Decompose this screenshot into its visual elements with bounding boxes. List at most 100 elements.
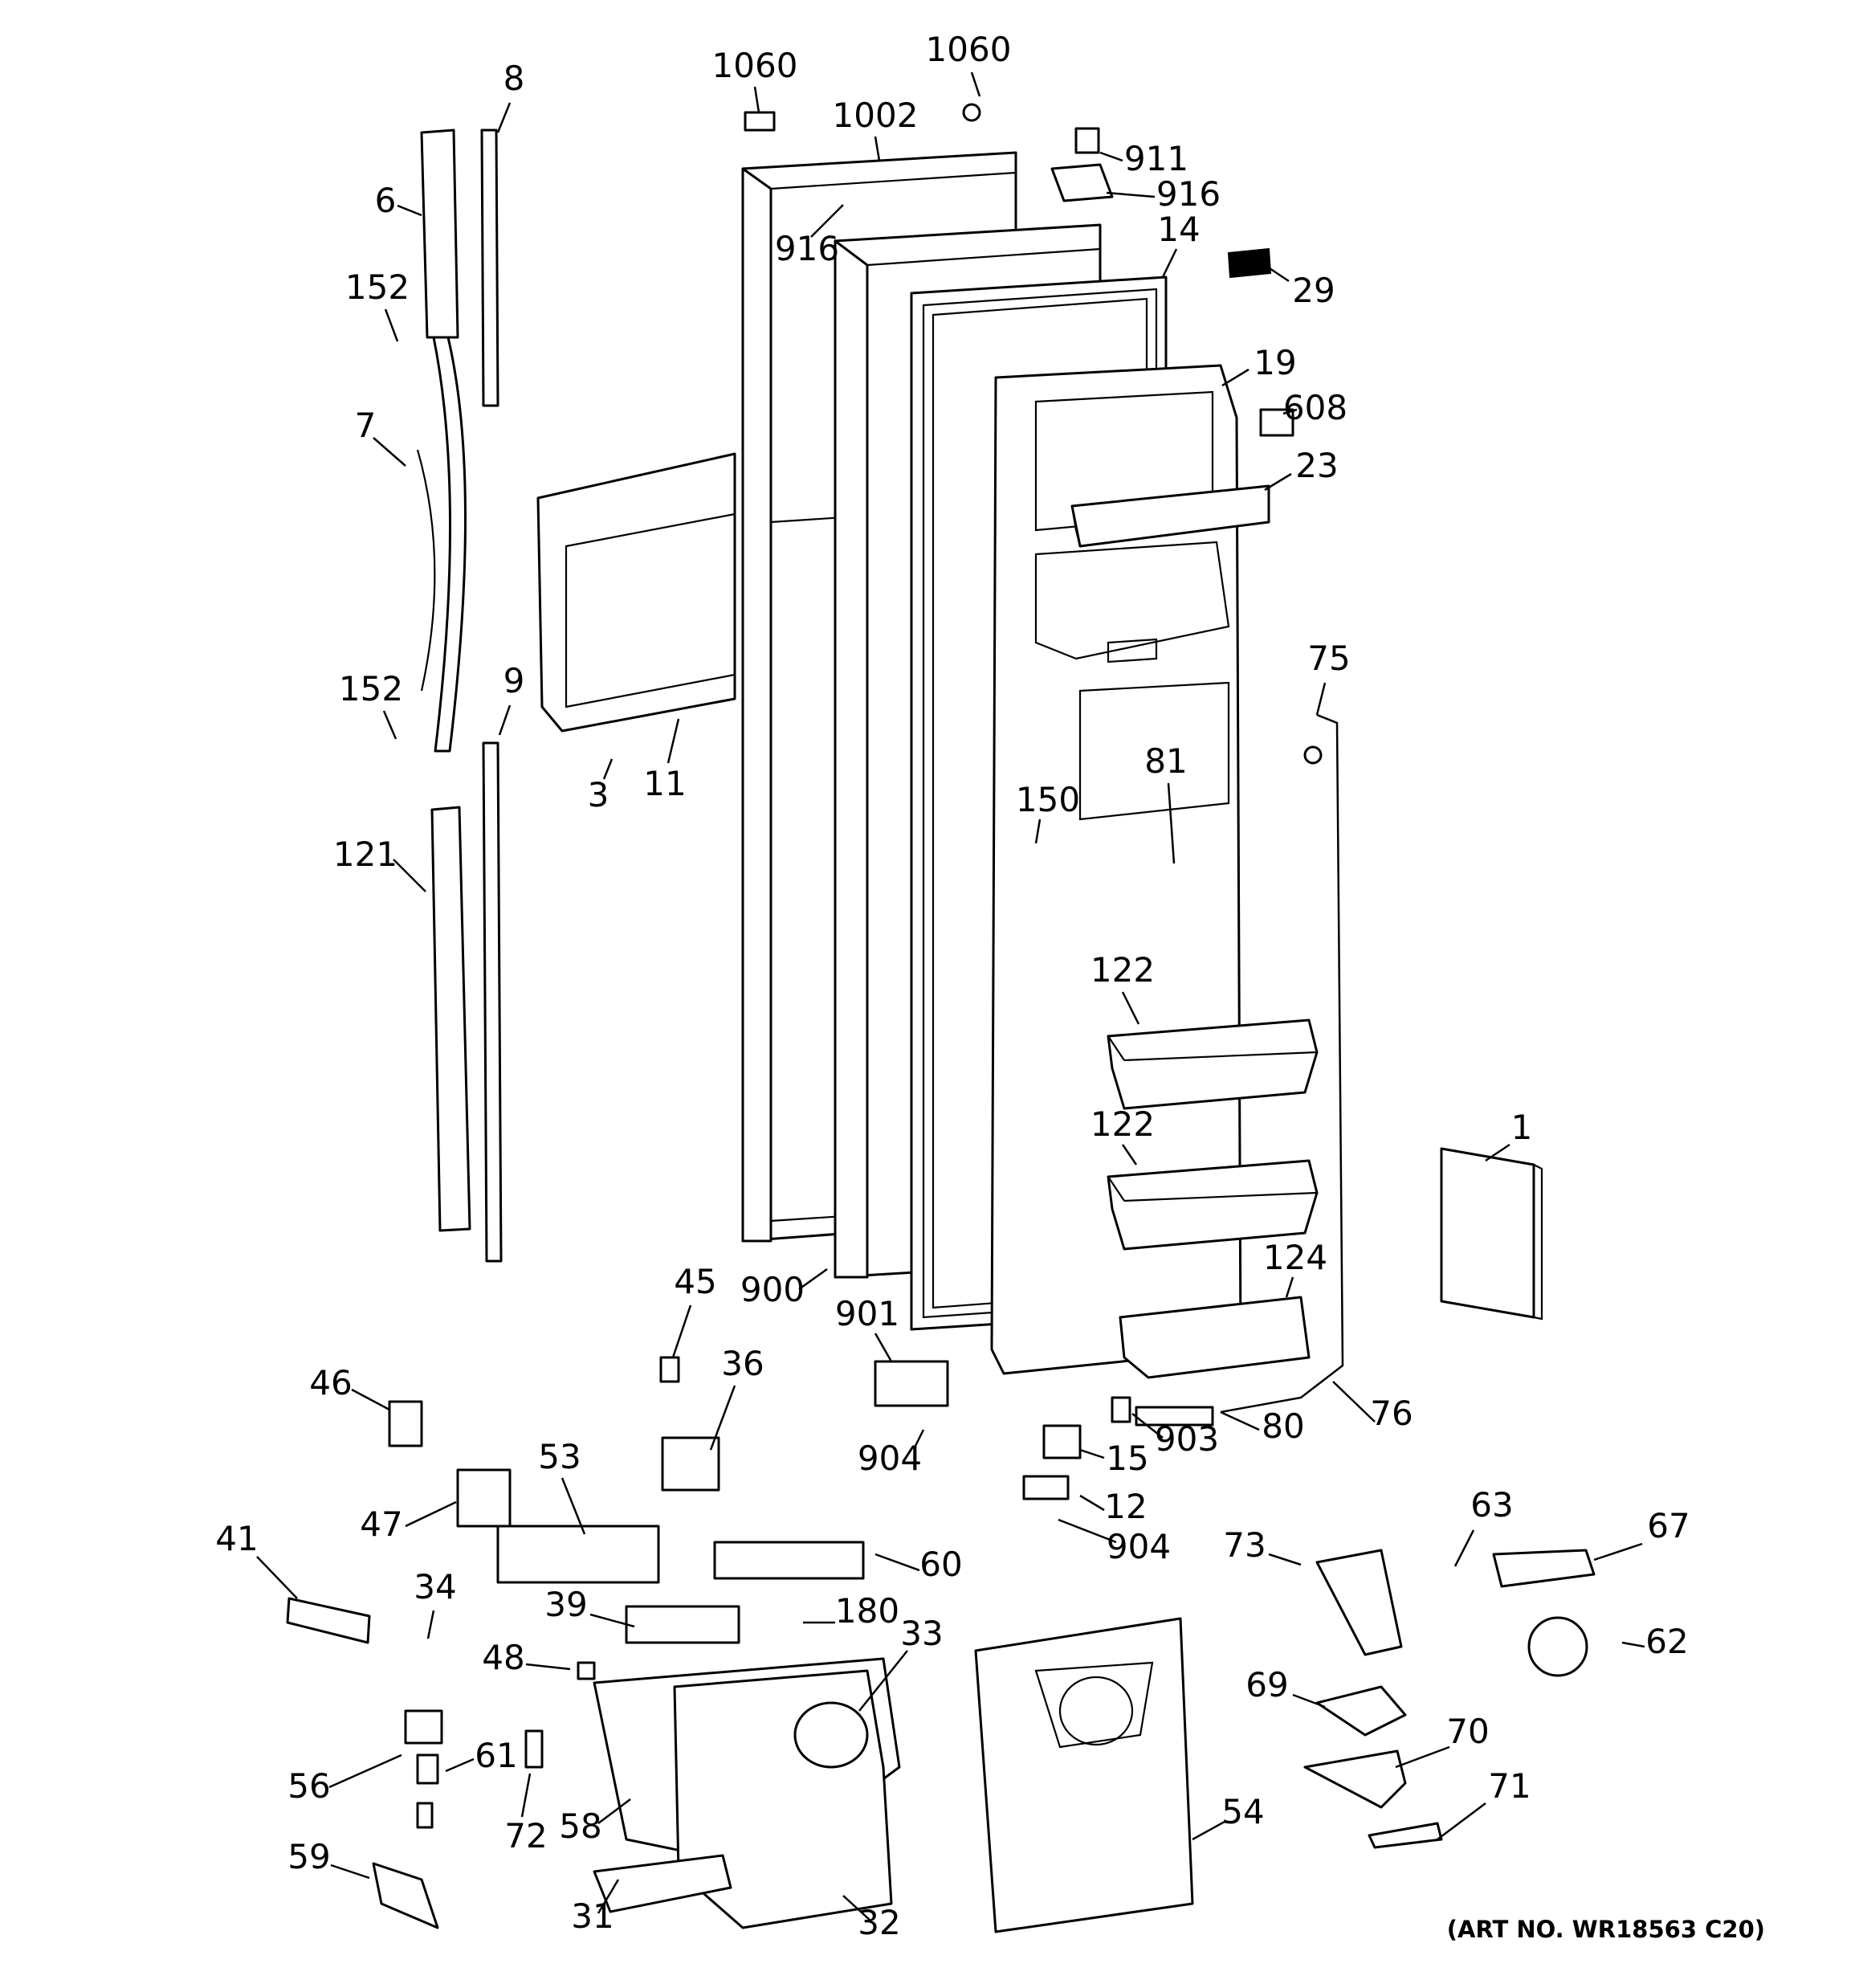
part-number-label: 23 (1295, 446, 1338, 485)
leader-line (1034, 818, 1042, 844)
leader-line (1167, 782, 1176, 864)
part-number-label: 180 (835, 1591, 899, 1631)
callout-c14: 14 (1157, 210, 1201, 278)
leader-line (384, 308, 399, 342)
leader-line (874, 136, 881, 161)
handle-7 (416, 336, 467, 753)
callout-c32: 32 (842, 1895, 901, 1942)
leader-line (1268, 1553, 1302, 1566)
leader-line (914, 1429, 925, 1447)
part-number-label: 150 (1016, 780, 1080, 819)
part-number-label: 6 (375, 181, 397, 220)
part-number-label: 76 (1370, 1394, 1413, 1433)
callout-c19: 19 (1221, 343, 1297, 387)
part-number-label: 59 (287, 1837, 330, 1876)
trim-9 (482, 741, 503, 1263)
leader-line (1221, 368, 1249, 387)
part-number-label: 53 (538, 1437, 581, 1476)
part-number-label: 45 (674, 1262, 716, 1301)
callout-c121: 121 (333, 835, 426, 892)
callout-c47: 47 (360, 1500, 457, 1544)
leader-line (1264, 263, 1290, 283)
part-number-label: 14 (1157, 210, 1200, 249)
part-number-label: 34 (414, 1567, 456, 1606)
leader-line (589, 1613, 635, 1628)
tube-75-76 (1220, 713, 1344, 1414)
callout-c12: 12 (1079, 1487, 1148, 1526)
leader-line (351, 1388, 390, 1411)
part-number-label: 39 (544, 1585, 587, 1624)
callout-c71: 71 (1437, 1766, 1531, 1840)
part-number-label: 54 (1221, 1792, 1264, 1831)
part-number-label: 19 (1254, 343, 1296, 382)
leader-line (426, 1610, 435, 1639)
callout-c46: 46 (309, 1363, 390, 1411)
callout-c58: 58 (559, 1798, 631, 1846)
part-number-label: 63 (1470, 1485, 1513, 1525)
callout-c63: 63 (1453, 1485, 1514, 1567)
leader-line (1161, 248, 1178, 278)
leader-line (1099, 151, 1123, 162)
callout-c81: 81 (1144, 741, 1188, 864)
callout-c23: 23 (1264, 446, 1339, 492)
leader-line (561, 1477, 586, 1535)
part-number-label: 71 (1488, 1766, 1531, 1806)
panel-11 (536, 452, 736, 733)
part-number-label: 73 (1223, 1525, 1266, 1565)
part-number-label: 31 (571, 1896, 614, 1936)
part-number-label: 9 (503, 661, 525, 700)
part-number-label: 121 (333, 835, 397, 874)
part-number-label: 901 (835, 1294, 899, 1333)
part-number-label: 15 (1106, 1439, 1148, 1478)
callout-c916a: 916 (1106, 174, 1221, 214)
leader-line (330, 1863, 370, 1880)
trim-8 (480, 129, 499, 407)
callout-c70: 70 (1395, 1712, 1490, 1769)
callout-c7: 7 (355, 406, 406, 467)
leader-line (667, 718, 680, 764)
leader-line (1593, 1542, 1643, 1561)
callout-c72: 72 (504, 1773, 548, 1855)
part-number-label: 916 (1156, 174, 1221, 214)
callout-c9: 9 (498, 661, 525, 736)
part-number-label: 8 (503, 59, 525, 98)
leader-line (1315, 682, 1327, 716)
part-number-label: 12 (1104, 1487, 1147, 1526)
callout-c62: 62 (1621, 1622, 1689, 1661)
leader-line (1437, 1802, 1486, 1840)
leader-line (1621, 1641, 1645, 1648)
leader-line (597, 1798, 631, 1824)
callout-c76: 76 (1332, 1381, 1413, 1433)
callout-c900: 900 (740, 1268, 828, 1309)
leader-line (405, 1500, 457, 1528)
handle-cap-6 (420, 129, 459, 339)
part-number-label: 911 (1124, 139, 1188, 178)
callout-c1002: 1002 (833, 96, 918, 161)
callout-c903: 903 (1131, 1413, 1219, 1459)
callout-c60: 60 (874, 1545, 963, 1584)
leader-line (525, 1663, 571, 1671)
callout-c11: 11 (643, 718, 687, 803)
part-number-label: 60 (919, 1545, 962, 1584)
leader-line (393, 859, 426, 892)
leader-line (858, 1650, 908, 1712)
leader-line (496, 102, 512, 133)
callout-c124: 124 (1263, 1238, 1327, 1298)
callout-c122a: 122 (1090, 950, 1155, 1025)
leader-line (1121, 1144, 1138, 1165)
part-number-label: 152 (345, 267, 410, 307)
part-number-label: 29 (1292, 271, 1335, 310)
part-number-label: 1060 (712, 46, 798, 85)
leader-line (810, 204, 844, 238)
part-number-label: 122 (1090, 1104, 1155, 1144)
leader-line (397, 204, 422, 217)
small-parts (286, 103, 1596, 1929)
part-number-label: 47 (360, 1504, 402, 1544)
callout-c45: 45 (671, 1262, 717, 1358)
leader-line (1292, 1693, 1326, 1708)
callout-c29: 29 (1264, 263, 1335, 310)
leader-line (1121, 991, 1140, 1025)
part-number-label: 904 (858, 1439, 922, 1478)
